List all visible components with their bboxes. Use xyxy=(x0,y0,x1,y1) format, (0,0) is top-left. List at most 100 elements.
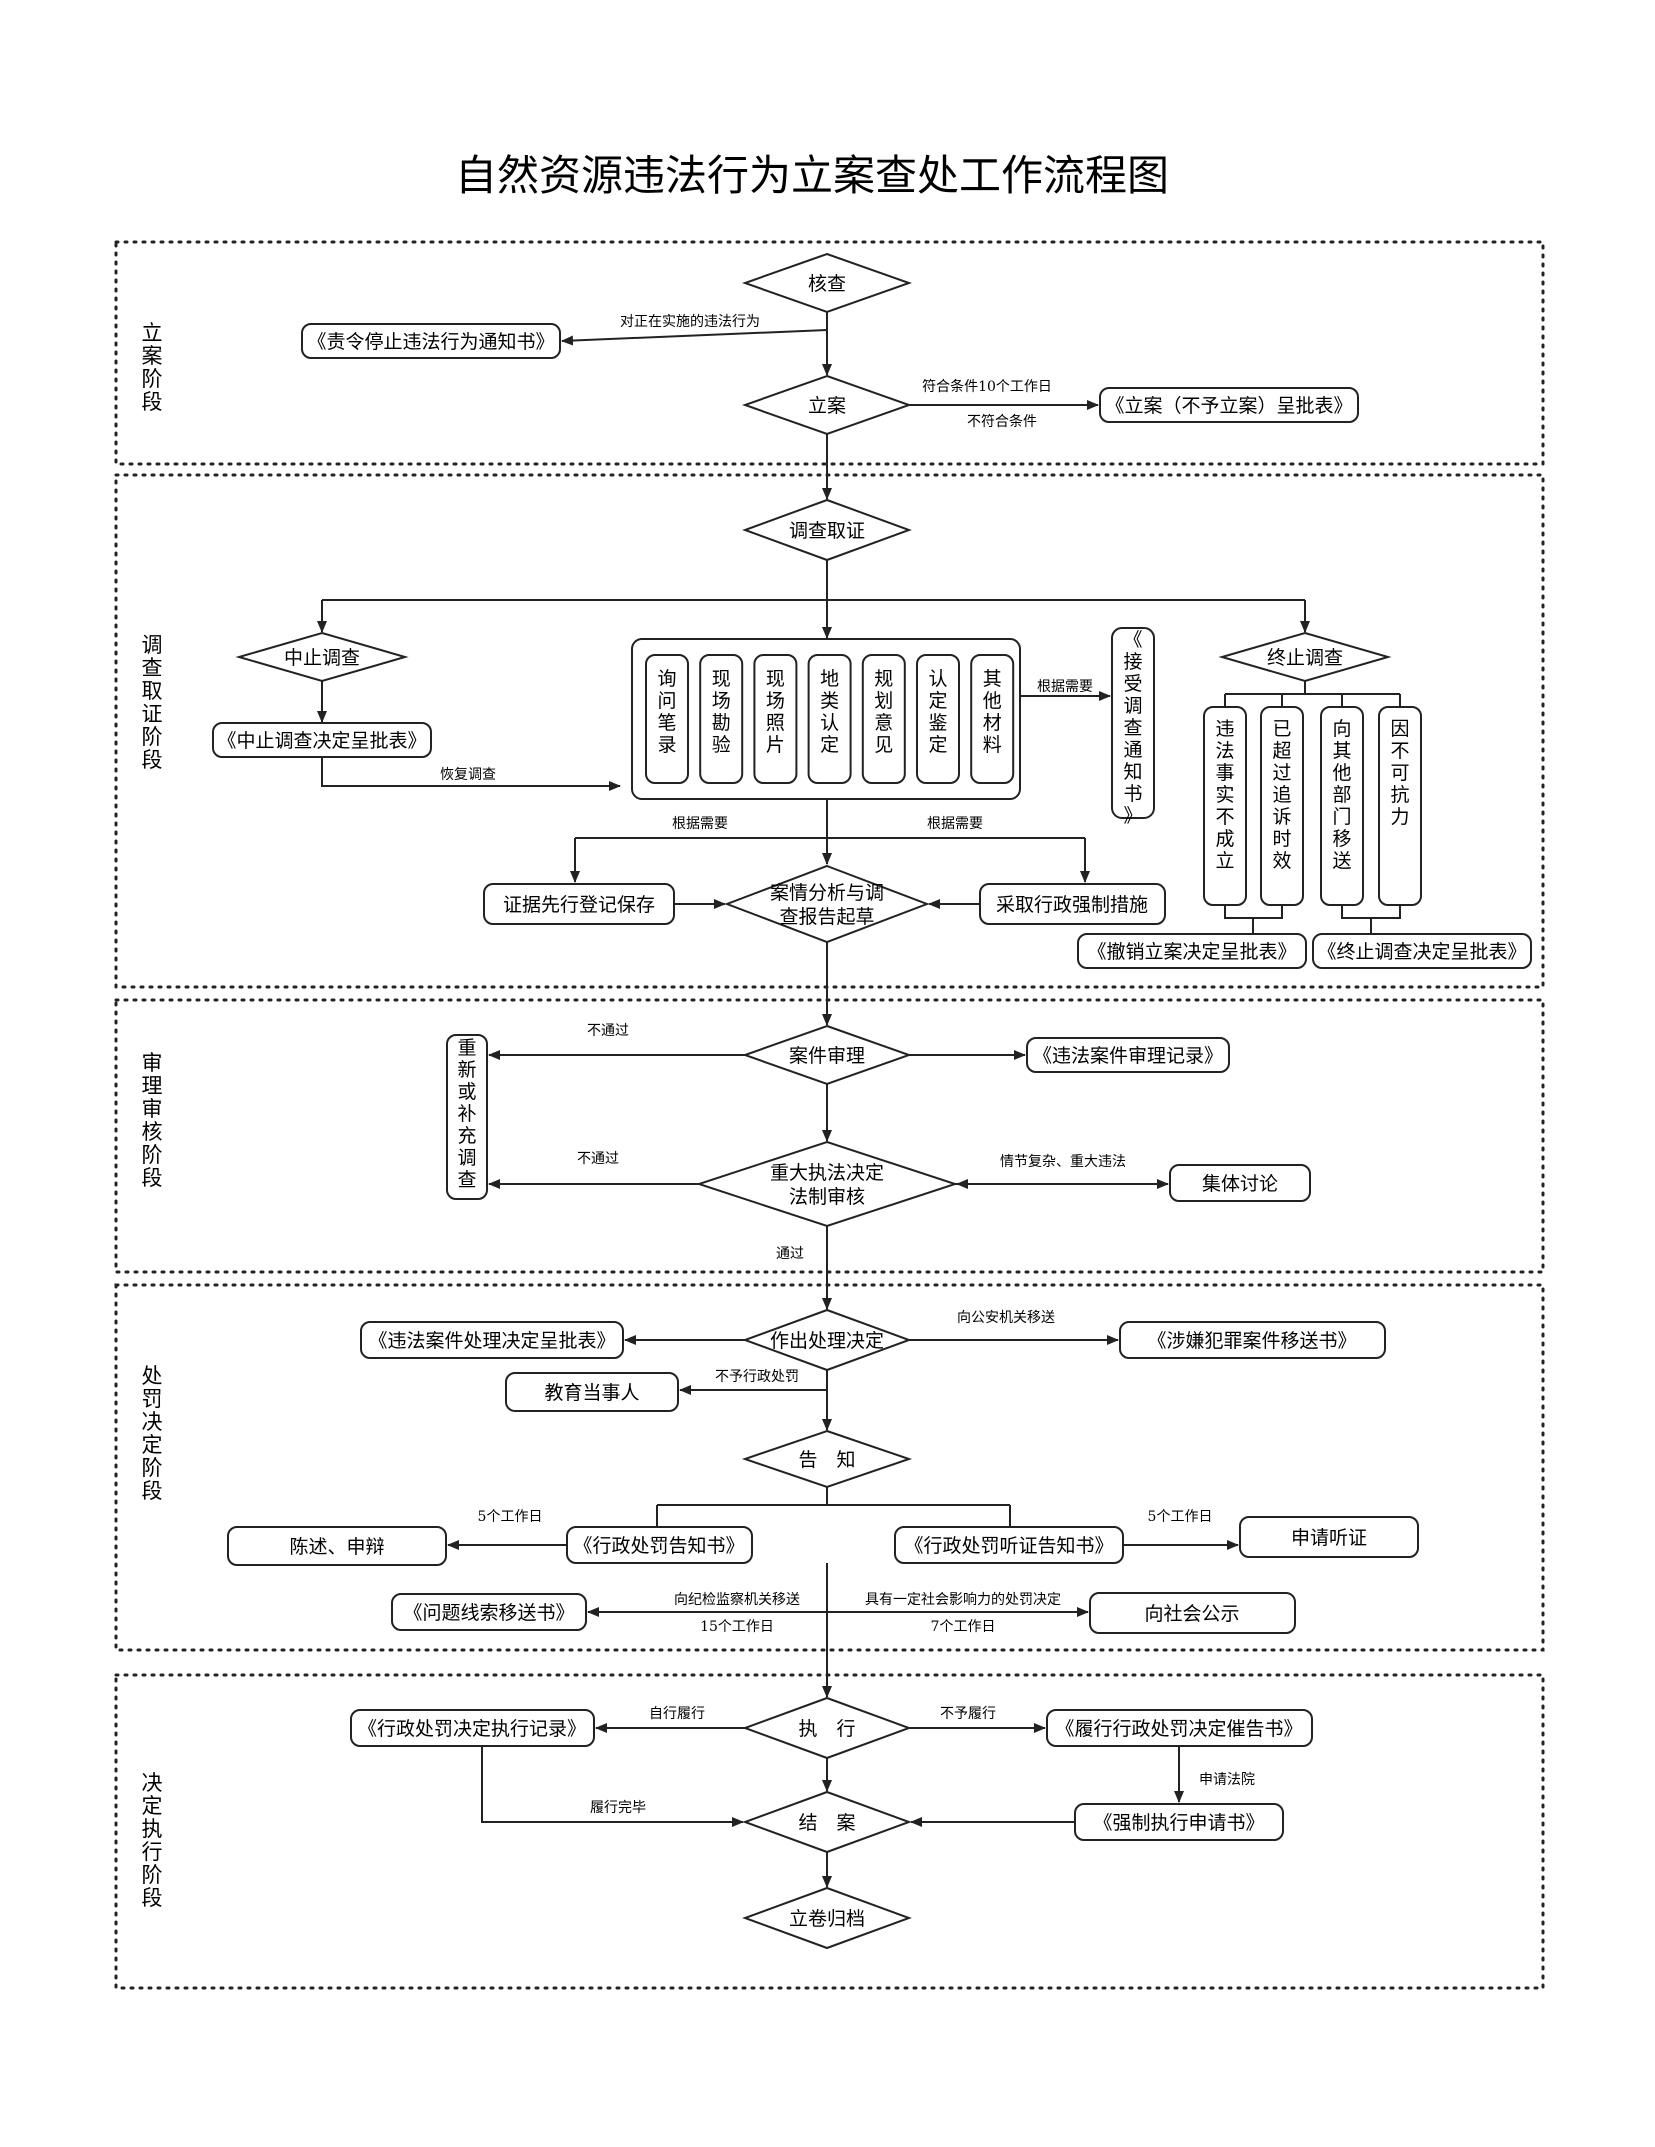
evidence-cell-label: 现场照片 xyxy=(766,668,785,756)
zhixing-label: 执 行 xyxy=(798,1718,855,1740)
label-qingjie: 情节复杂、重大违法 xyxy=(1000,1153,1126,1170)
arrow-huifu xyxy=(321,757,621,791)
evidence-cells: 询问笔录 现场勘验 现场照片 地类认定 规划意见 认定鉴定 其他材料 xyxy=(645,654,1015,784)
evidence-cell-label: 地类认定 xyxy=(820,668,839,756)
label-jijian: 向纪检监察机关移送 xyxy=(674,1591,800,1608)
arrow-jilu-jiean xyxy=(481,1746,744,1827)
guidang-label: 立卷归档 xyxy=(789,1908,865,1930)
zhongzhi-end-label: 终止调查 xyxy=(1267,647,1343,669)
label-genju-jieshou: 根据需要 xyxy=(1037,679,1093,695)
evidence-cell xyxy=(699,654,744,784)
stage-label-chufa: 处罚决定阶段 xyxy=(142,1364,163,1503)
label-wugeri-right: 5个工作日 xyxy=(1148,1509,1213,1525)
shenli-jilu-box xyxy=(1026,1037,1230,1073)
chenshu-label: 陈述、申辩 xyxy=(289,1536,384,1558)
evidence-cell-label: 询问笔录 xyxy=(657,668,676,756)
label-lvxing-wanbi: 履行完毕 xyxy=(590,1800,646,1816)
reason-cell xyxy=(1260,706,1304,906)
label-zixing: 自行履行 xyxy=(649,1706,705,1722)
gaozhi-label: 告 知 xyxy=(798,1449,855,1471)
label-buyu-lvxing: 不予履行 xyxy=(940,1706,996,1722)
hecha-label: 核查 xyxy=(808,273,846,295)
lian-chengpi-box xyxy=(1099,387,1359,423)
stage-box-lian xyxy=(114,240,1545,466)
zhongda-label: 重大执法决定法制审核 xyxy=(770,1162,884,1208)
reason-cell-label: 违法事实不成立 xyxy=(1215,718,1234,872)
reason-cell xyxy=(1203,706,1247,906)
label-genju-right: 根据需要 xyxy=(927,816,983,832)
caiqu-label: 采取行政强制措施 xyxy=(996,894,1148,916)
zhongzhi-chengpi-label: 《中止调查决定呈批表》 xyxy=(217,730,426,752)
jiaoyu-label: 教育当事人 xyxy=(544,1382,639,1404)
wenti-label: 《问题线索移送书》 xyxy=(403,1602,574,1624)
evidence-cell-label: 其他材料 xyxy=(983,668,1002,756)
wenti-box xyxy=(391,1593,587,1631)
zhongzhi-label: 中止调查 xyxy=(284,647,360,669)
label-butongguo-2: 不通过 xyxy=(577,1151,619,1167)
label-butongguo-1: 不通过 xyxy=(587,1023,629,1039)
label-huifu: 恢复调查 xyxy=(440,766,496,783)
arrow-zeling xyxy=(561,329,828,346)
gongshi-label: 向社会公示 xyxy=(1144,1603,1239,1625)
zhixing-jilu-label: 《行政处罚决定执行记录》 xyxy=(358,1718,586,1740)
anqing-diamond xyxy=(724,864,930,944)
zuochu-label: 作出处理决定 xyxy=(770,1330,884,1352)
chenshu-box xyxy=(227,1526,447,1566)
label-gongan: 向公安机关移送 xyxy=(957,1310,1055,1326)
zhongzhi-jueding-label: 《终止调查决定呈批表》 xyxy=(1317,941,1526,963)
zhongzhi-jueding-box xyxy=(1312,933,1532,969)
chongxin-box xyxy=(446,1034,488,1200)
evidence-cell xyxy=(753,654,798,784)
reason-cell xyxy=(1378,706,1422,906)
reason-cell xyxy=(1320,706,1364,906)
tingzheng-shu-label: 《行政处罚听证告知书》 xyxy=(904,1535,1113,1557)
anqing-label: 案情分析与调查报告起草 xyxy=(770,882,884,928)
gaozhi-shu-label: 《行政处罚告知书》 xyxy=(573,1535,744,1557)
page-title: 自然资源违法行为立案查处工作流程图 xyxy=(455,151,1169,200)
jiean-label: 结 案 xyxy=(798,1812,855,1834)
stage-box-diaocha xyxy=(114,473,1545,989)
gongshi-box xyxy=(1089,1592,1296,1634)
chexiao-label: 《撤销立案决定呈批表》 xyxy=(1087,941,1296,963)
chuli-chengpi-box xyxy=(360,1321,624,1359)
label-zhengzai: 对正在实施的违法行为 xyxy=(620,314,760,330)
shexian-label: 《涉嫌犯罪案件移送书》 xyxy=(1147,1330,1356,1352)
evidence-cell xyxy=(970,654,1015,784)
label-shehui: 具有一定社会影响力的处罚决定 xyxy=(865,1592,1061,1608)
jieshou-label: 《接受调查通知书》 xyxy=(1123,629,1142,827)
zeling-label: 《责令停止违法行为通知书》 xyxy=(307,331,554,353)
stage-label-shenli: 审理审核阶段 xyxy=(142,1051,163,1190)
evidence-cell-label: 规划意见 xyxy=(874,668,893,756)
jiti-label: 集体讨论 xyxy=(1202,1173,1278,1195)
reason-cell-label: 已超过追诉时效 xyxy=(1272,718,1291,872)
label-tongguo: 通过 xyxy=(776,1246,804,1262)
stage-box-zhixing xyxy=(114,1673,1545,1990)
zhengju-label: 证据先行登记保存 xyxy=(503,894,655,916)
chexiao-box xyxy=(1077,933,1307,969)
shenqing-tingzheng-label: 申请听证 xyxy=(1291,1527,1367,1549)
stage-label-diaocha: 调查取证阶段 xyxy=(142,633,163,772)
stage-box-chufa xyxy=(114,1283,1545,1652)
lian-label: 立案 xyxy=(808,395,846,417)
evidence-cell-label: 现场勘验 xyxy=(712,668,731,756)
label-genju-left: 根据需要 xyxy=(672,816,728,832)
chongxin-label: 重新或补充调查 xyxy=(457,1037,476,1191)
reason-cell-label: 向其他部门移送 xyxy=(1332,718,1351,872)
cuigao-label: 《履行行政处罚决定催告书》 xyxy=(1055,1718,1302,1740)
guidang-diamond xyxy=(742,1886,912,1950)
label-bufuhe: 不符合条件 xyxy=(967,413,1037,430)
evidence-cell-label: 认定鉴定 xyxy=(928,668,947,756)
stage-label-lian: 立案阶段 xyxy=(142,321,163,414)
shenli-jilu-label: 《违法案件审理记录》 xyxy=(1033,1045,1223,1067)
evidence-cell xyxy=(916,654,960,784)
jiti-box xyxy=(1169,1164,1311,1202)
diaocha-label: 调查取证 xyxy=(789,520,865,542)
shenqing-tingzheng-box xyxy=(1239,1516,1419,1558)
label-qigeri: 7个工作日 xyxy=(931,1619,996,1635)
chuli-chengpi-label: 《违法案件处理决定呈批表》 xyxy=(368,1330,615,1352)
jieshou-box xyxy=(1111,627,1155,819)
qiangzhi-label: 《强制执行申请书》 xyxy=(1093,1812,1264,1834)
zeling-box xyxy=(301,323,561,359)
